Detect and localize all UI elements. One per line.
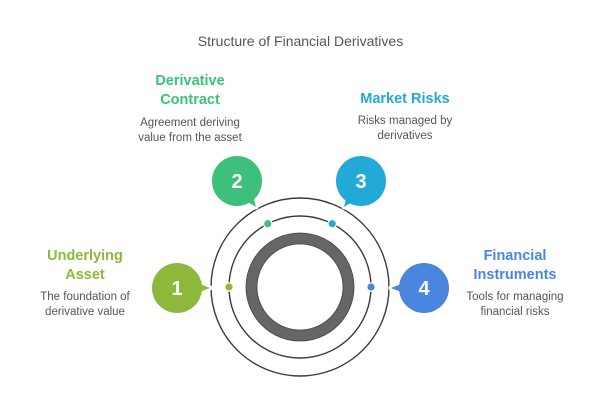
bubble-number-3: 3 — [355, 171, 366, 193]
item-1-description: The foundation of derivative value — [25, 290, 145, 320]
bubble-circle-1 — [152, 263, 202, 313]
bubble-number-1: 1 — [171, 278, 182, 300]
item-3-desc-line-1: Risks managed by — [357, 115, 453, 127]
item-4-heading: Financial Instruments — [455, 247, 575, 285]
item-3-heading: Market Risks — [350, 90, 460, 109]
ring-dot-2 — [262, 218, 273, 229]
outer-ring — [210, 197, 390, 377]
item-3-heading-line-1: Market Risks — [360, 91, 450, 107]
item-2-heading-line-1: Derivative — [155, 73, 225, 89]
bubble-circle-4 — [399, 263, 449, 313]
item-1-heading-line-2: Asset — [65, 267, 105, 283]
bubble-circle-2 — [212, 156, 262, 206]
diagram-title: Structure of Financial Derivatives — [197, 33, 404, 49]
item-1-heading-line-1: Underlying — [47, 248, 123, 264]
item-2-desc-line-1: Agreement deriving — [140, 117, 240, 129]
bubble-number-2: 2 — [231, 171, 242, 193]
item-2-heading-line-2: Contract — [160, 92, 220, 108]
bubble-1: 1 — [152, 263, 213, 313]
item-2-heading: Derivative Contract — [135, 72, 245, 110]
bubble-2: 2 — [212, 156, 262, 210]
item-4-desc-line-2: financial risks — [480, 306, 550, 318]
item-2-description: Agreement deriving value from the asset — [130, 116, 250, 146]
ring-dot-4 — [366, 282, 376, 292]
ring-dot-3 — [327, 218, 338, 229]
item-4-heading-line-2: Instruments — [473, 267, 557, 283]
item-1-heading: Underlying Asset — [30, 247, 140, 285]
item-4-heading-line-1: Financial — [483, 248, 547, 264]
item-2-desc-line-2: value from the asset — [138, 132, 242, 144]
bubble-number-4: 4 — [418, 278, 430, 300]
core-ring-outline-inner — [256, 243, 344, 331]
item-1-desc-line-2: derivative value — [45, 306, 125, 318]
item-4-description: Tools for managing financial risks — [450, 290, 580, 320]
item-3-desc-line-2: derivatives — [377, 130, 433, 142]
core-ring — [246, 233, 354, 341]
item-3-description: Risks managed by derivatives — [345, 114, 465, 144]
bubble-3: 3 — [336, 156, 386, 210]
ring-dot-1 — [224, 282, 234, 292]
bubble-4: 4 — [388, 263, 449, 313]
item-4-desc-line-1: Tools for managing — [466, 291, 564, 303]
item-1-desc-line-1: The foundation of — [40, 291, 130, 303]
bubble-circle-3 — [336, 156, 386, 206]
core-ring-outline-outer — [245, 232, 355, 342]
